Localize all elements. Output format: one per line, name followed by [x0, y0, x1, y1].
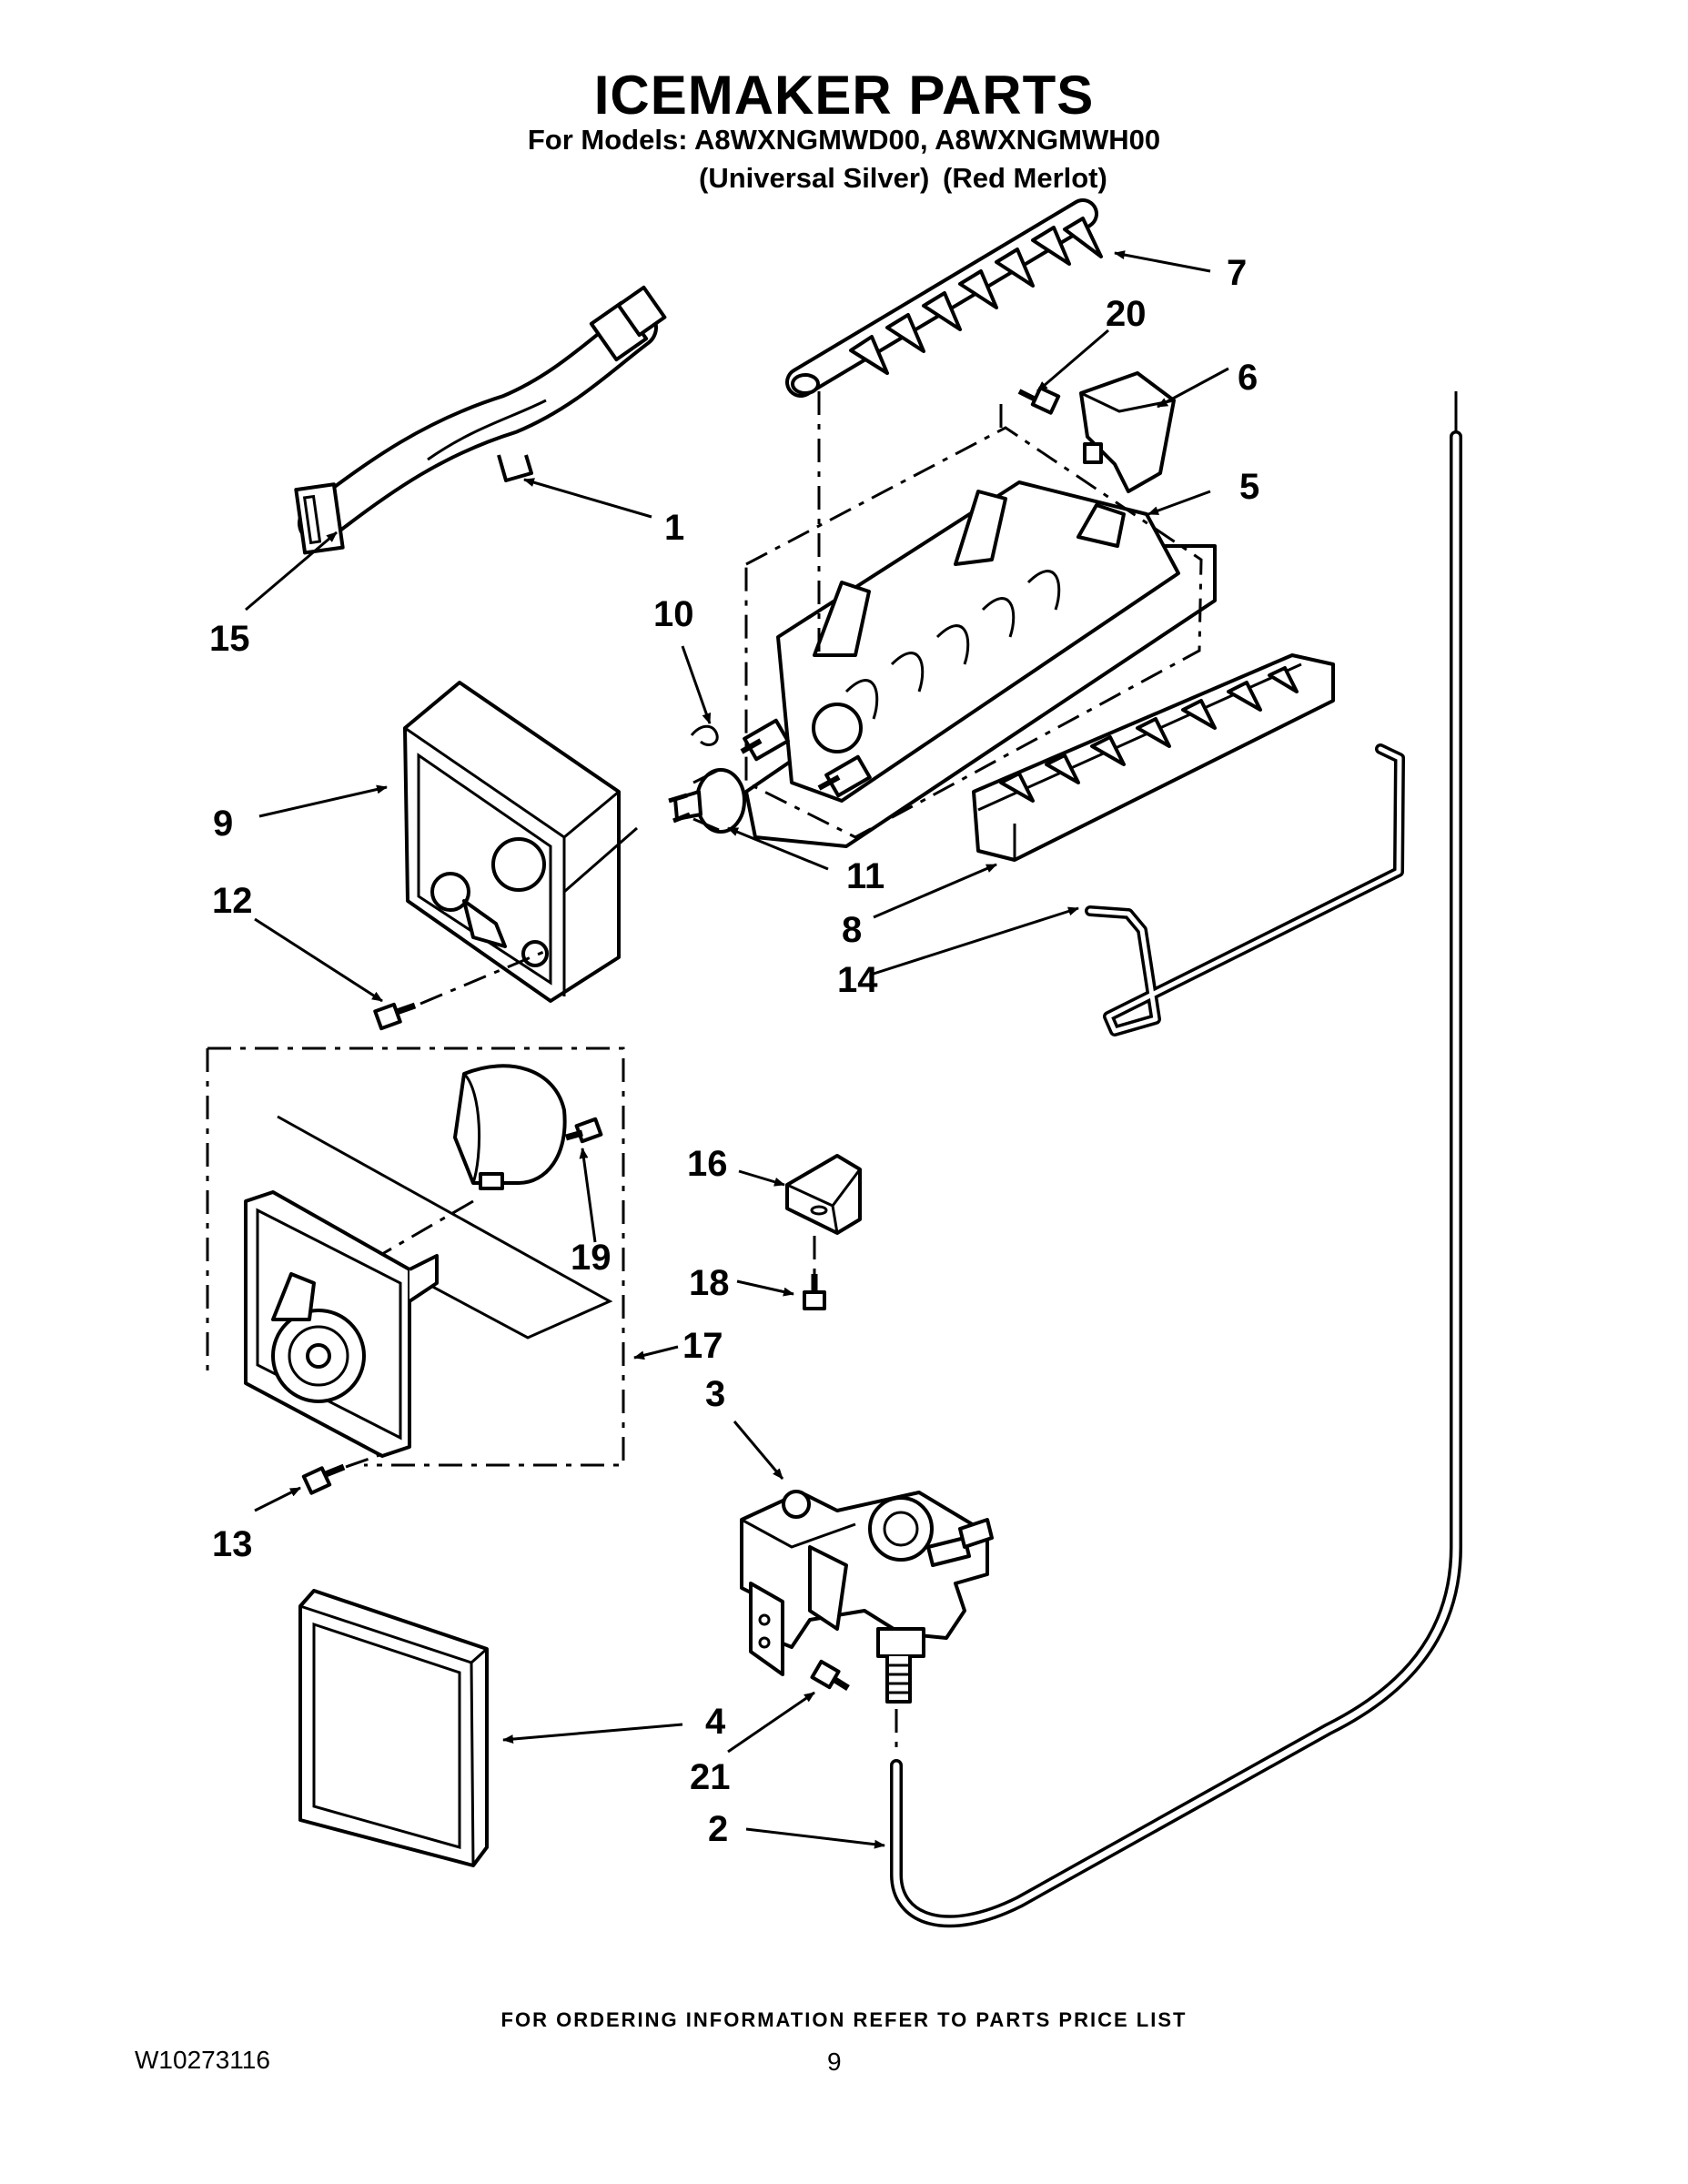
ice-mold-part [740, 480, 1217, 848]
mold-assembly-outline [744, 426, 1203, 839]
callout-21: 21 [690, 1757, 731, 1797]
fill-cup-part [1079, 371, 1176, 493]
callout-6: 6 [1238, 358, 1258, 398]
callout-19: 19 [571, 1238, 612, 1278]
callout-8: 8 [842, 910, 862, 950]
callout-5: 5 [1239, 467, 1259, 507]
foam-pad-part [298, 1589, 489, 1867]
callout-14: 14 [837, 960, 878, 1000]
screw-12-part [373, 1002, 417, 1031]
callout-4: 4 [705, 1702, 726, 1742]
callout-16: 16 [687, 1144, 728, 1184]
screw-21-part [810, 1659, 850, 1691]
callout-15: 15 [209, 619, 250, 659]
page-title: ICEMAKER PARTS [593, 65, 1095, 126]
callout-12: 12 [212, 881, 253, 921]
water-tube-part [890, 391, 1462, 1928]
thermostat-part [668, 768, 746, 834]
heater-part [1085, 743, 1405, 1036]
control-housing-part [403, 681, 638, 1003]
screw-19-part [565, 1117, 603, 1144]
motor-part [453, 1064, 567, 1190]
ice-stripper-part [972, 653, 1335, 862]
finish-universal-silver: (Universal Silver) [699, 162, 930, 194]
callout-17: 17 [682, 1326, 723, 1366]
callout-3: 3 [705, 1374, 725, 1414]
water-valve-part [740, 1490, 994, 1704]
bracket-part [785, 1154, 862, 1235]
ejector-blade-part [785, 198, 1103, 398]
module-assembly-outline [206, 1046, 625, 1467]
leader-lines [245, 250, 1229, 1849]
callout-11: 11 [846, 856, 884, 896]
callout-20: 20 [1106, 294, 1147, 334]
ordering-note: FOR ORDERING INFORMATION REFER TO PARTS … [500, 2008, 1188, 2031]
callout-2: 2 [708, 1809, 728, 1849]
callout-9: 9 [213, 804, 233, 844]
page-number: 9 [827, 2048, 842, 2076]
module-part [244, 1190, 439, 1458]
document-number: W10273116 [135, 2046, 270, 2074]
spring-clip-part [690, 724, 719, 746]
callout-1: 1 [664, 508, 684, 548]
callout-13: 13 [212, 1524, 253, 1564]
finish-red-merlot: (Red Merlot) [943, 162, 1107, 194]
wire-harness-part [294, 285, 667, 555]
callout-18: 18 [689, 1263, 730, 1303]
callout-10: 10 [653, 594, 694, 634]
callout-7: 7 [1227, 253, 1247, 293]
screw-20-part [1017, 386, 1061, 415]
models-line: For Models: A8WXNGMWD00, A8WXNGMWH00 [527, 124, 1161, 156]
screw-18-part [803, 1274, 826, 1310]
screw-13-part [301, 1463, 346, 1495]
